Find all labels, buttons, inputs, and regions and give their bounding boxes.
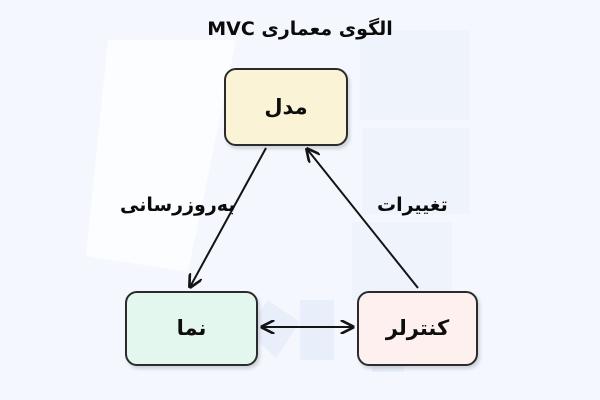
node-view[interactable]: نما (125, 291, 258, 366)
edge-controller-to-model-line (307, 149, 419, 289)
node-controller[interactable]: کنترلر (357, 291, 478, 366)
page-title: الگوی معماری MVC (207, 18, 393, 40)
node-controller-label: کنترلر (385, 316, 450, 340)
edge-label-model-to-view: به‌روزرسانی (120, 194, 236, 216)
node-view-label: نما (176, 316, 207, 340)
edge-label-controller-to-model: تغییرات (377, 194, 448, 216)
node-model-label: مدل (264, 94, 308, 119)
node-model[interactable]: مدل (224, 68, 348, 146)
edge-model-to-view-line (190, 147, 267, 287)
